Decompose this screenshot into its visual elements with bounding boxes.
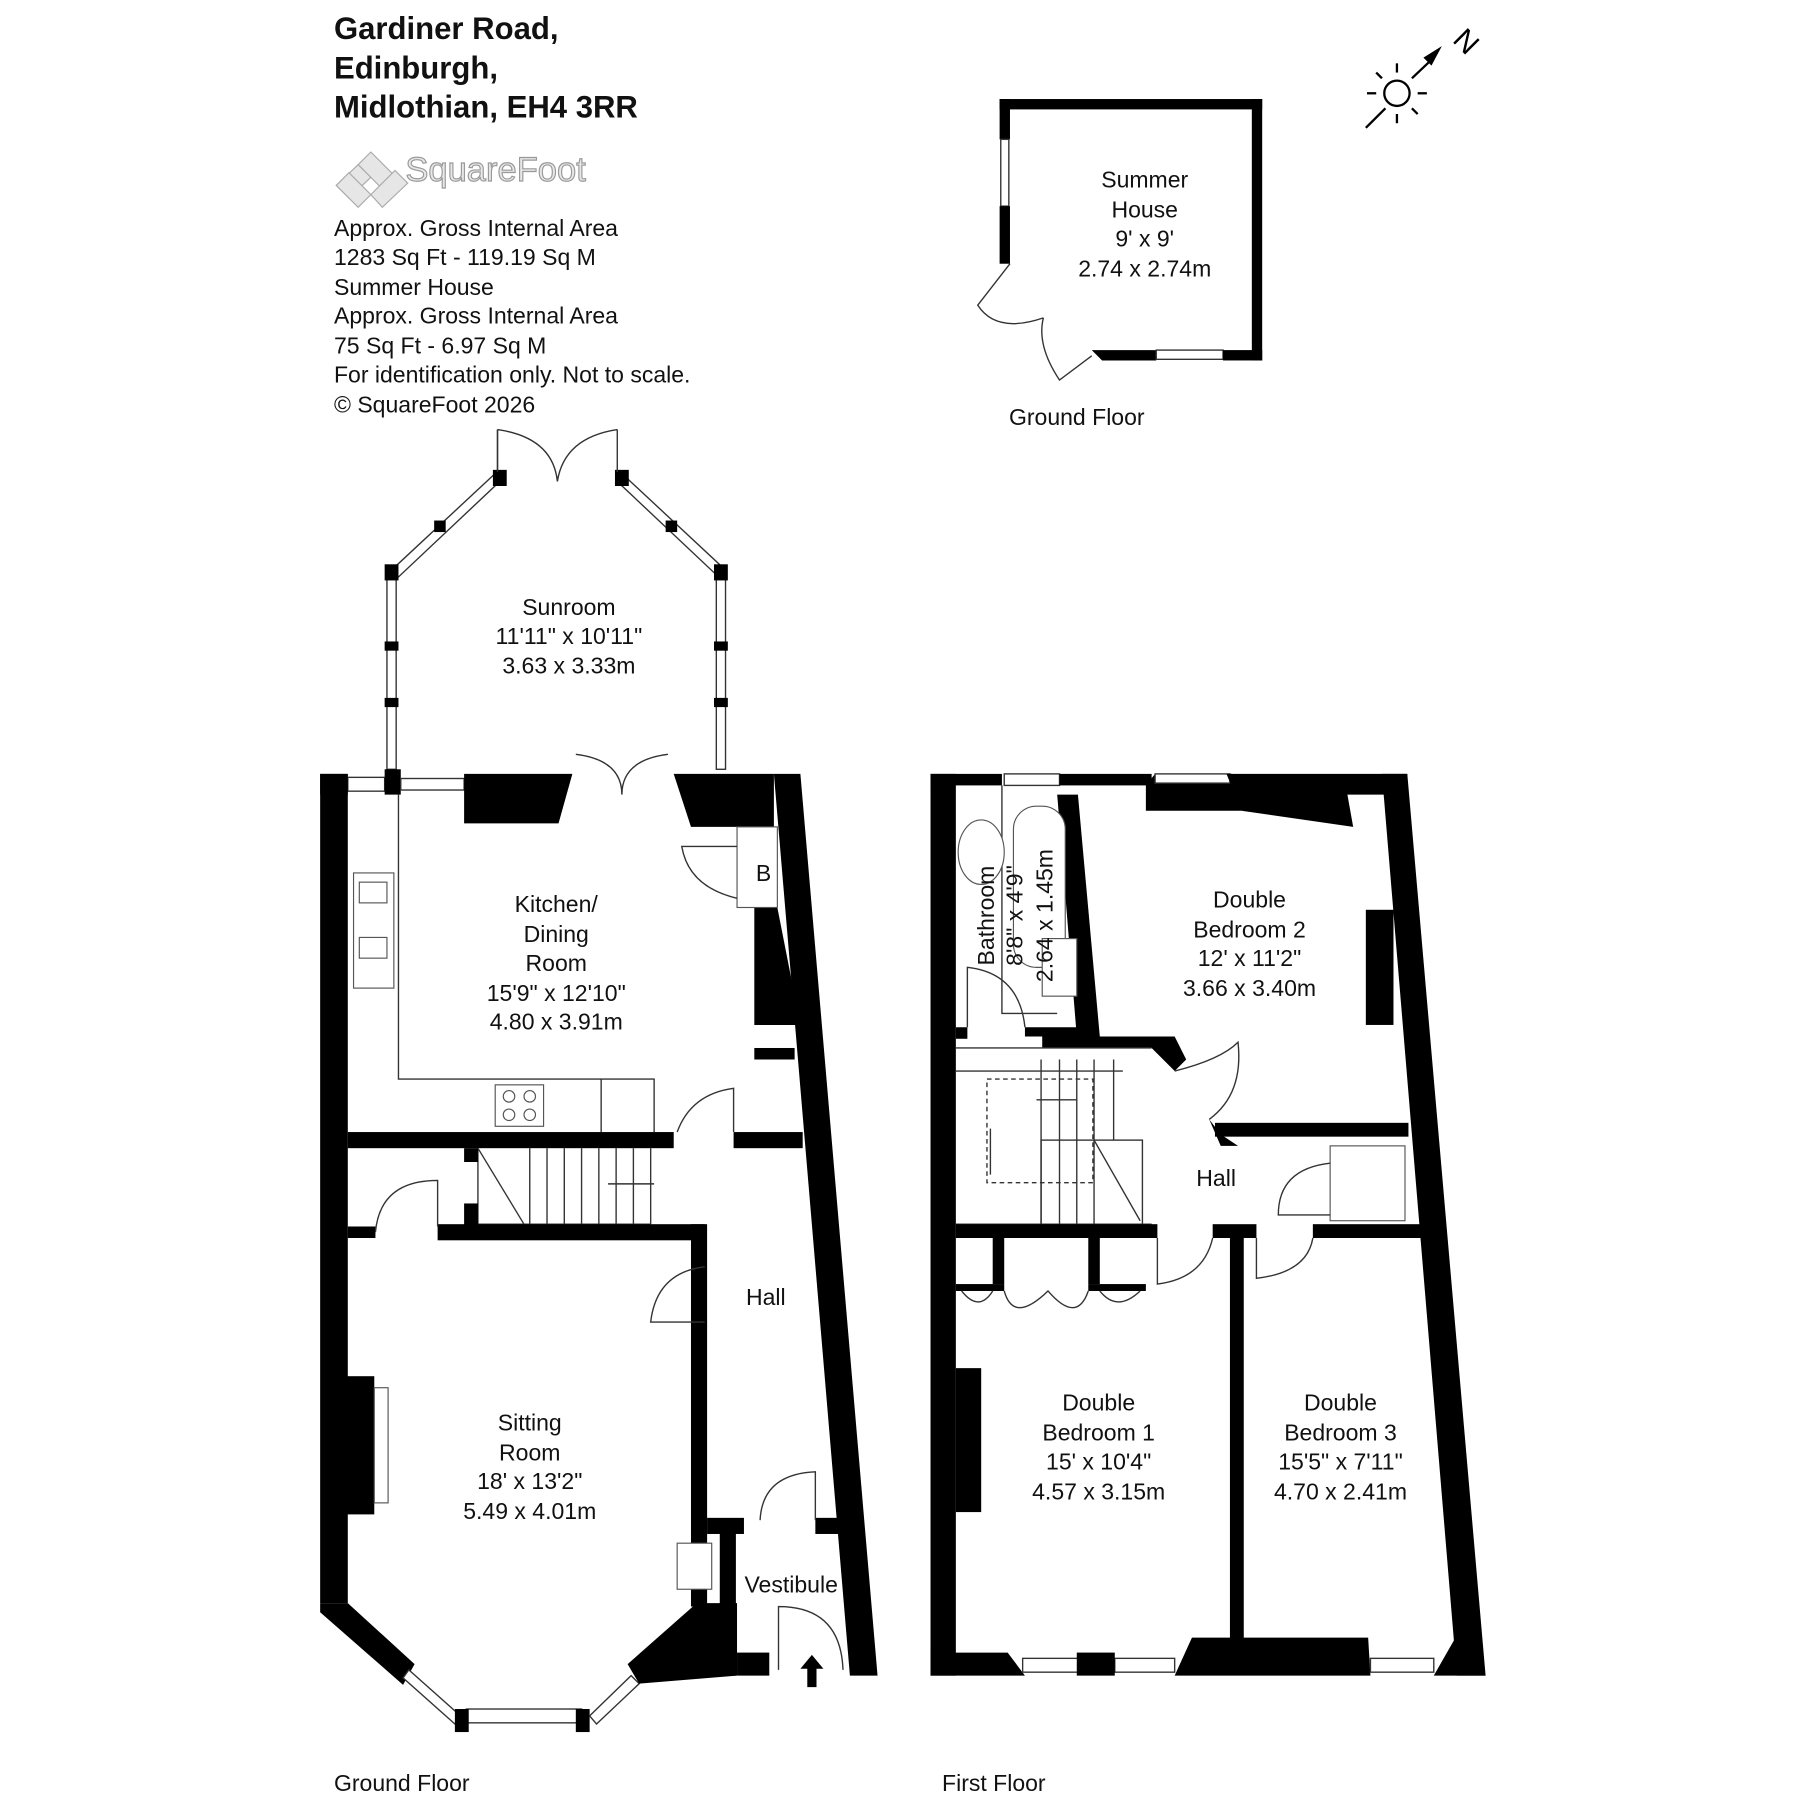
ground-floor-plan: B Sunroom 11'11" x 10'11 [320, 428, 878, 1796]
address-line: Midlothian, EH4 3RR [334, 89, 638, 124]
area-line: © SquareFoot 2026 [334, 391, 535, 417]
hall-label: Hall [1196, 1165, 1236, 1191]
sunroom-label: Sunroom 11'11" x 10'11" 3.63 x 3.33m [496, 594, 643, 679]
summer-house-plan: Summer House 9' x 9' 2.74 x 2.74m Ground… [976, 99, 1263, 430]
address-block: Gardiner Road, Edinburgh, Midlothian, EH… [334, 11, 638, 124]
room-name: Sitting [498, 1409, 562, 1435]
room-dimensions-metric: 3.66 x 3.40m [1183, 975, 1316, 1001]
room-name: Bedroom 1 [1042, 1420, 1155, 1446]
vestibule-label: Vestibule [744, 1572, 837, 1598]
floor-label: First Floor [942, 1770, 1046, 1796]
sitting-room-label: Sitting Room 18' x 13'2" 5.49 x 4.01m [463, 1409, 596, 1524]
room-dimensions-metric: 5.49 x 4.01m [463, 1498, 596, 1524]
room-name: House [1111, 197, 1178, 223]
address-line: Gardiner Road, [334, 11, 559, 46]
kitchen-dining-label: Kitchen/ Dining Room 15'9" x 12'10" 4.80… [487, 891, 626, 1034]
room-name: Bedroom 3 [1284, 1420, 1397, 1446]
area-line: Approx. Gross Internal Area [334, 215, 618, 241]
compass-north-label: N [1447, 23, 1486, 62]
room-dimensions-imperial: 15'9" x 12'10" [487, 980, 626, 1006]
hall-label: Hall [746, 1284, 786, 1310]
floor-label: Ground Floor [1009, 404, 1145, 430]
room-dimensions-imperial: 15' x 10'4" [1046, 1448, 1151, 1474]
room-name: Bathroom [973, 866, 999, 966]
address-line: Edinburgh, [334, 50, 498, 85]
room-dimensions-imperial: 18' x 13'2" [477, 1468, 582, 1494]
room-dimensions-imperial: 12' x 11'2" [1198, 945, 1302, 971]
room-name: Sunroom [522, 594, 615, 620]
compass-icon: N [1365, 23, 1486, 129]
room-dimensions-metric: 4.70 x 2.41m [1274, 1478, 1407, 1504]
room-dimensions-imperial: 9' x 9' [1115, 225, 1174, 251]
bedroom-2-label: Double Bedroom 2 12' x 11'2" 3.66 x 3.40… [1183, 886, 1316, 1001]
room-dimensions-imperial: 11'11" x 10'11" [496, 623, 643, 649]
room-name: Double [1304, 1390, 1377, 1416]
entrance-arrow-icon [800, 1654, 824, 1688]
room-name: Room [499, 1439, 560, 1465]
area-line: 75 Sq Ft - 6.97 Sq M [334, 333, 546, 359]
logo-text: SquareFoot [405, 151, 586, 189]
room-name: Double [1062, 1390, 1135, 1416]
area-line: Summer House [334, 274, 494, 300]
first-floor-plan: Bathroom 8'8" x 4'9" 2.64 x 1.45m Double… [930, 773, 1486, 1796]
room-name: Kitchen/ [515, 891, 599, 917]
room-name: Summer [1101, 167, 1188, 193]
room-dimensions-metric: 2.64 x 1.45m [1032, 849, 1058, 982]
room-dimensions-metric: 3.63 x 3.33m [502, 653, 635, 679]
room-dimensions-metric: 4.57 x 3.15m [1032, 1478, 1165, 1504]
area-line: Approx. Gross Internal Area [334, 303, 618, 329]
bathroom-label: Bathroom 8'8" x 4'9" 2.64 x 1.45m [973, 849, 1058, 982]
room-dimensions-metric: 4.80 x 3.91m [490, 1009, 623, 1035]
area-line: 1283 Sq Ft - 119.19 Sq M [334, 244, 596, 270]
room-name: Double [1213, 886, 1286, 912]
area-info: Approx. Gross Internal Area 1283 Sq Ft -… [334, 215, 690, 417]
bedroom-3-label: Double Bedroom 3 15'5" x 7'11" 4.70 x 2.… [1274, 1390, 1407, 1505]
area-line: For identification only. Not to scale. [334, 361, 690, 387]
room-dimensions-imperial: 15'5" x 7'11" [1278, 1448, 1403, 1474]
room-dimensions-metric: 2.74 x 2.74m [1078, 255, 1211, 281]
room-name: Dining [524, 921, 589, 947]
floor-label: Ground Floor [334, 1770, 470, 1796]
squarefoot-logo: SquareFoot [335, 150, 587, 209]
room-name: Bedroom 2 [1193, 916, 1306, 942]
bedroom-1-label: Double Bedroom 1 15' x 10'4" 4.57 x 3.15… [1032, 1390, 1165, 1505]
room-name: Room [526, 950, 587, 976]
summer-house-label: Summer House 9' x 9' 2.74 x 2.74m [1078, 167, 1211, 282]
room-dimensions-imperial: 8'8" x 4'9" [1002, 865, 1028, 966]
boiler-label: B [756, 860, 771, 886]
